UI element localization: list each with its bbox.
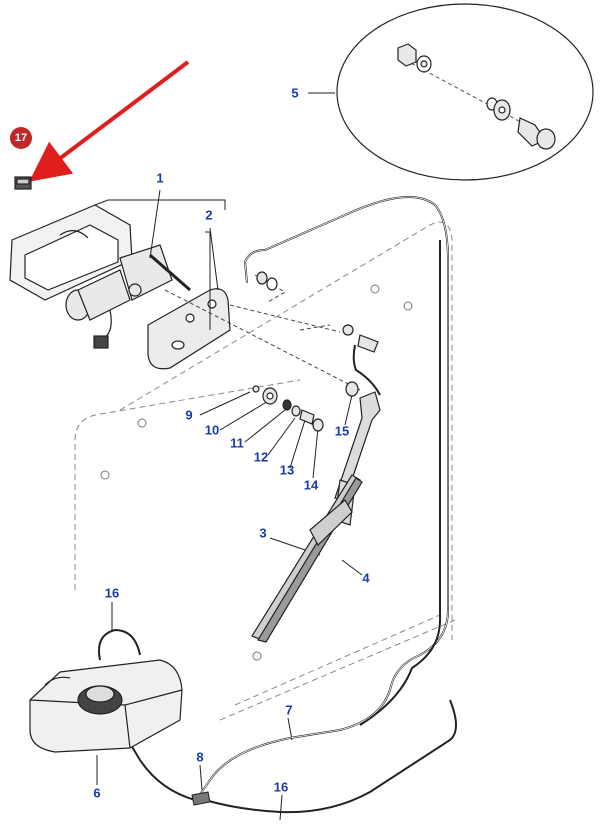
cap-part-17 [14, 176, 32, 190]
cab-fixing-points [100, 284, 413, 661]
mounting-plate [147, 288, 231, 370]
callout-16-reservoir-hose: 16 [104, 585, 120, 601]
detail-circle [336, 3, 594, 181]
callout-12: 12 [253, 449, 269, 465]
callout-8: 8 [196, 749, 204, 765]
wiper-blade [251, 474, 363, 643]
wiper-motor [65, 244, 191, 349]
callout-2: 2 [205, 207, 213, 223]
red-pointer-arrow [29, 60, 190, 182]
highlight-badge: 17 [10, 127, 32, 149]
callout-6: 6 [93, 785, 101, 801]
washer-hose [98, 196, 457, 814]
callout-15: 15 [334, 423, 350, 439]
callout-5: 5 [291, 85, 299, 101]
leader-lines [94, 92, 363, 821]
callout-7: 7 [285, 702, 293, 718]
callout-4: 4 [362, 570, 370, 586]
washer-reservoir [29, 659, 183, 753]
callout-13: 13 [279, 462, 295, 478]
callout-1: 1 [156, 170, 164, 186]
callout-9: 9 [185, 407, 193, 423]
nut-detail [397, 43, 556, 150]
cab-outline [74, 221, 456, 721]
callout-16-line-hose: 16 [273, 779, 289, 795]
hose-connector [191, 791, 211, 806]
callout-11: 11 [230, 435, 244, 451]
callout-3: 3 [259, 525, 267, 541]
exploded-axes [164, 274, 361, 391]
fasteners [252, 271, 379, 432]
callout-14: 14 [303, 477, 319, 493]
callout-10: 10 [204, 422, 220, 438]
